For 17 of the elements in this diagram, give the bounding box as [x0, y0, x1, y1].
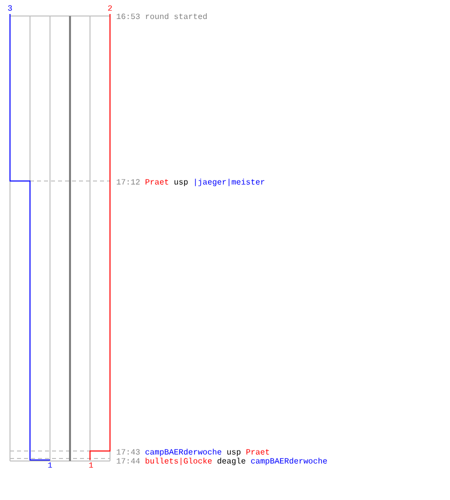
- player-count: 1: [89, 462, 93, 468]
- player-count: 2: [108, 5, 112, 11]
- player-count: 3: [8, 5, 12, 11]
- player-name: Praet: [246, 449, 269, 455]
- event-text: 16:53 round started: [116, 13, 207, 20]
- player-name: bullets|Glocke: [146, 458, 212, 466]
- player-name: Praet: [146, 179, 168, 185]
- player-count: 1: [48, 462, 52, 468]
- timestamp: 17:43: [116, 449, 140, 455]
- weapon-name: usp: [174, 180, 188, 186]
- player-name: |jaeger|meister: [195, 178, 264, 186]
- player-name: campBAERderwoche: [146, 448, 222, 456]
- timestamp: 17:12: [116, 179, 140, 184]
- player-name: campBAERderwoche: [251, 458, 327, 466]
- weapon-name: deagle: [218, 458, 246, 466]
- timestamp: 17:44: [116, 458, 140, 464]
- weapon-name: usp: [227, 450, 240, 456]
